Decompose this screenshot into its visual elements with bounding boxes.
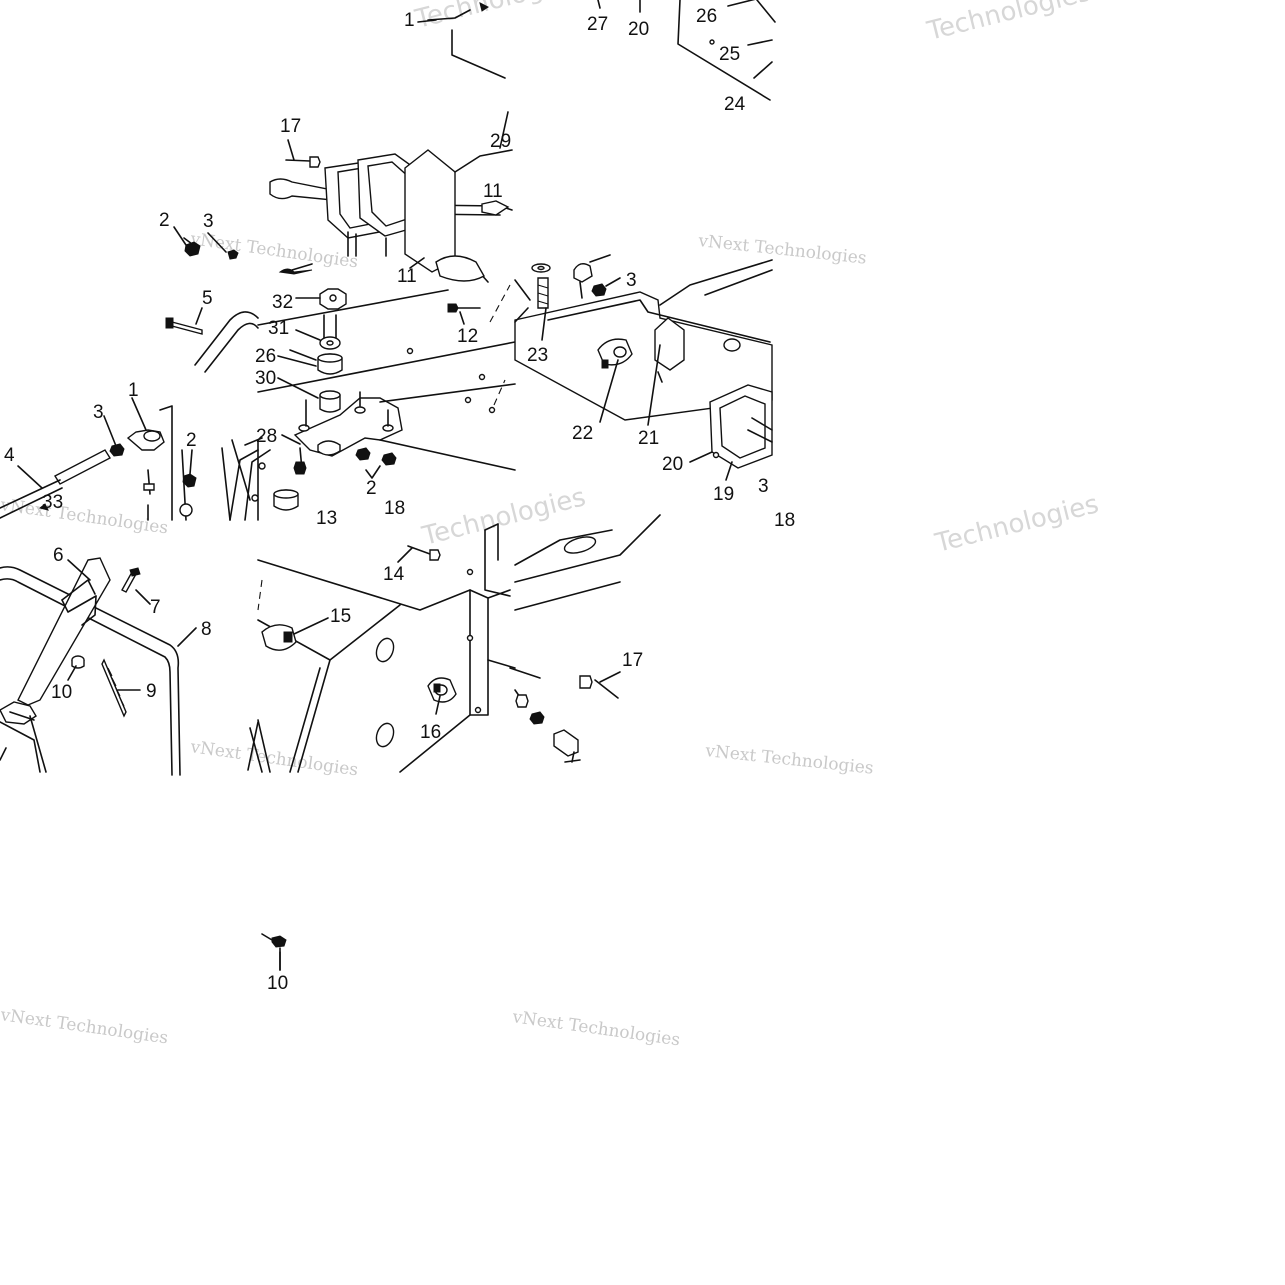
callout-9: 9 <box>146 681 157 702</box>
callout-29: 29 <box>490 131 511 152</box>
callout-21: 21 <box>638 428 659 449</box>
callout-2: 2 <box>186 430 197 451</box>
callout-11: 11 <box>397 266 417 287</box>
callout-12: 12 <box>457 326 478 347</box>
watermark: Technologies <box>411 0 581 35</box>
watermark: vNext Technologies <box>696 231 867 269</box>
callout-10: 10 <box>51 682 72 703</box>
frame-section-upper-right <box>514 254 773 469</box>
callout-17: 17 <box>622 650 643 671</box>
lower-right-fragment <box>484 514 661 763</box>
steering-bracket-assembly <box>173 149 513 283</box>
bottom-fragment <box>261 933 287 971</box>
callout-33: 33 <box>42 492 63 513</box>
callout-22: 22 <box>572 423 593 444</box>
callout-6: 6 <box>53 545 64 566</box>
callout-labels: 1 27 20 26 25 24 17 29 11 2 3 11 5 32 31… <box>4 6 795 994</box>
callout-2: 2 <box>366 478 377 499</box>
callout-26: 26 <box>696 6 717 27</box>
callout-8: 8 <box>201 619 212 640</box>
callout-7: 7 <box>150 597 161 618</box>
callout-3: 3 <box>203 211 214 232</box>
watermark: vNext Technologies <box>510 1007 681 1050</box>
callout-28: 28 <box>256 426 277 447</box>
callout-32: 32 <box>272 292 293 313</box>
callout-25: 25 <box>719 44 740 65</box>
callout-20: 20 <box>662 454 683 475</box>
tile-mask <box>772 0 1285 232</box>
callout-3: 3 <box>93 402 104 423</box>
callout-26: 26 <box>255 346 276 367</box>
callout-1: 1 <box>404 10 415 31</box>
watermark: vNext Technologies <box>188 737 359 780</box>
callout-10: 10 <box>267 973 288 994</box>
callout-24: 24 <box>724 94 746 115</box>
top-fragment <box>427 0 776 101</box>
callout-14: 14 <box>383 564 405 585</box>
callout-31: 31 <box>268 318 289 339</box>
mounting-hardware-stack <box>273 288 403 511</box>
callout-17: 17 <box>280 116 301 137</box>
callout-1: 1 <box>128 380 139 401</box>
callout-15: 15 <box>330 606 351 627</box>
callout-3: 3 <box>626 270 637 291</box>
watermark: Technologies <box>931 489 1101 559</box>
watermark: vNext Technologies <box>188 229 359 272</box>
callout-2: 2 <box>159 210 170 231</box>
callout-11: 11 <box>483 181 503 202</box>
callout-27: 27 <box>587 14 608 35</box>
callout-23: 23 <box>527 345 548 366</box>
callout-16: 16 <box>420 722 441 743</box>
callout-18: 18 <box>774 510 795 531</box>
callout-13: 13 <box>316 508 337 529</box>
callout-20: 20 <box>628 19 649 40</box>
leader-lines <box>17 19 733 971</box>
watermark: Technologies <box>418 482 588 552</box>
callout-30: 30 <box>255 368 276 389</box>
callout-5: 5 <box>202 288 213 309</box>
callout-18: 18 <box>384 498 405 519</box>
watermark: vNext Technologies <box>0 1005 169 1048</box>
callout-4: 4 <box>4 445 15 466</box>
watermark: vNext Technologies <box>0 495 169 538</box>
watermark: vNext Technologies <box>703 741 874 779</box>
frame-section-upper-left <box>0 284 516 521</box>
callout-19: 19 <box>713 484 734 505</box>
callout-3: 3 <box>758 476 769 497</box>
handlebar-and-frame-lower-left <box>0 545 516 776</box>
